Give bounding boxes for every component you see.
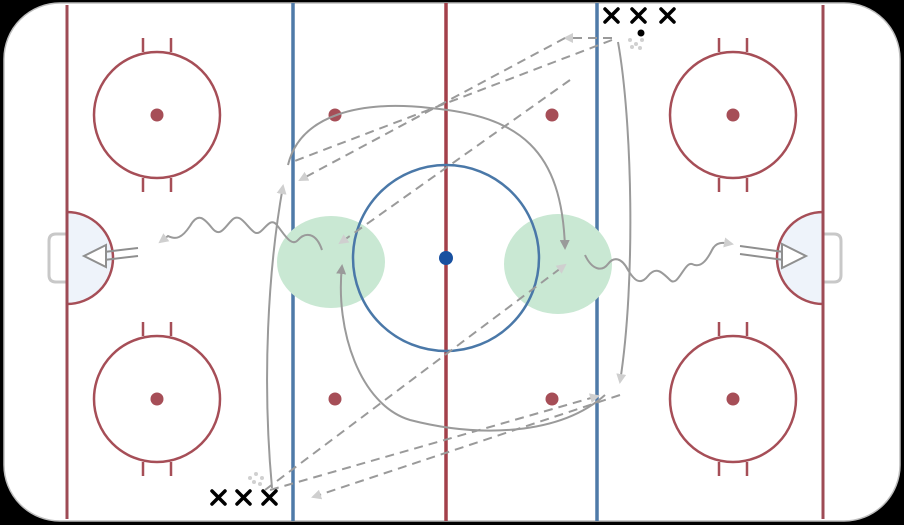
player-marker: [261, 489, 278, 506]
player-marker: [630, 7, 647, 24]
pass-path-top-2: [291, 39, 613, 163]
puck-carry-left: [158, 216, 323, 251]
highlight-zone-left: [277, 216, 385, 308]
puck-pile-top: [628, 38, 644, 50]
skate-path-left-up: [266, 184, 287, 489]
faceoff-dot-top-right: [726, 108, 740, 122]
faceoff-circle-bottom-left: [92, 322, 222, 476]
faceoff-dot-top-left: [150, 108, 164, 122]
pass-path-top-4: [338, 79, 571, 245]
skate-path-right-down: [616, 41, 632, 384]
neutral-dot-top-right: [545, 108, 559, 122]
center-circle: [351, 163, 541, 353]
faceoff-circle-top-right: [668, 38, 798, 192]
goal-net-right: [823, 232, 843, 284]
faceoff-circle-top-left: [92, 38, 222, 192]
puck-top: [637, 29, 645, 37]
player-marker: [210, 489, 227, 506]
player-marker: [659, 7, 676, 24]
player-marker: [603, 7, 620, 24]
neutral-dot-bottom-right: [545, 392, 559, 406]
neutral-dot-bottom-left: [328, 392, 342, 406]
puck-pile-bottom: [248, 472, 264, 486]
pass-path-bottom-3: [264, 263, 567, 491]
pass-path-bottom-1: [269, 393, 600, 491]
skate-path-bottom-loop: [336, 264, 606, 432]
player-group-bottom-left: [210, 489, 278, 506]
goal-net-left: [47, 232, 67, 284]
puck-carry-right: [584, 237, 734, 283]
ice-surface: [3, 2, 901, 522]
shot-arrow-right: [739, 242, 809, 270]
pass-path-bottom-2: [311, 394, 621, 500]
center-dot: [439, 251, 453, 265]
shot-arrow-left: [81, 243, 139, 269]
player-group-top-right: [603, 7, 676, 24]
faceoff-dot-bottom-right: [726, 392, 740, 406]
skate-path-top-loop: [287, 105, 570, 250]
player-marker: [235, 489, 252, 506]
faceoff-dot-bottom-left: [150, 392, 164, 406]
faceoff-circle-bottom-right: [668, 322, 798, 476]
